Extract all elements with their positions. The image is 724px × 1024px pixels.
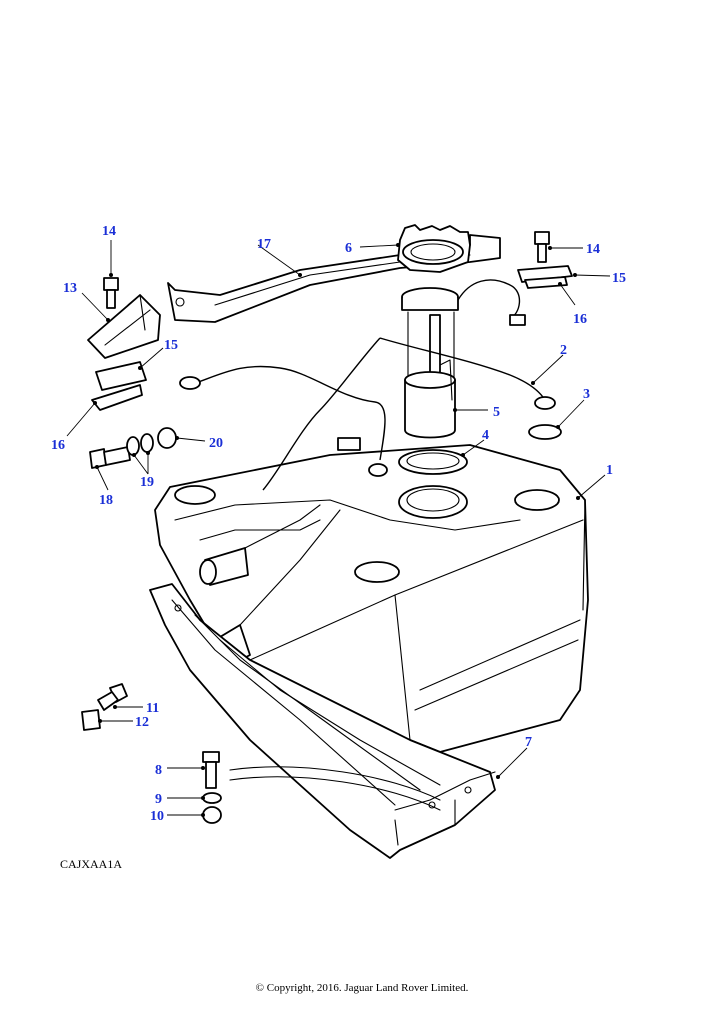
- copyright-notice: © Copyright, 2016. Jaguar Land Rover Lim…: [255, 982, 469, 994]
- callout-2[interactable]: 2: [560, 343, 567, 358]
- tank-cradle: [149, 583, 496, 859]
- callout-10[interactable]: 10: [150, 809, 164, 824]
- callout-11[interactable]: 11: [146, 701, 159, 716]
- bolt-14-right: [534, 231, 550, 263]
- bolt-11: [97, 683, 128, 711]
- callout-16-right[interactable]: 16: [573, 312, 587, 327]
- callout-labels: 1 2 3 4 5 6 7 8 9 10 11 12 13 14 14 15 1…: [51, 224, 626, 824]
- callout-5[interactable]: 5: [493, 405, 500, 420]
- pump-seal: [398, 449, 468, 475]
- bracket-left: [87, 294, 161, 359]
- callout-19[interactable]: 19: [140, 475, 154, 490]
- washer-9: [202, 792, 222, 804]
- callout-13[interactable]: 13: [63, 281, 77, 296]
- callout-17[interactable]: 17: [257, 237, 271, 252]
- callout-6[interactable]: 6: [345, 241, 352, 256]
- plate-15-left: [95, 361, 147, 391]
- plate-15-right: [517, 265, 573, 283]
- callout-20[interactable]: 20: [209, 436, 223, 451]
- bolt-14-left: [103, 277, 119, 309]
- callout-12[interactable]: 12: [135, 715, 149, 730]
- callout-18[interactable]: 18: [99, 493, 113, 508]
- nut-10: [202, 806, 222, 824]
- leader-lines: [66, 240, 611, 817]
- clip-nut-12: [81, 709, 101, 731]
- grommet: [528, 424, 562, 440]
- bolt-washer-nut-set: [89, 427, 177, 469]
- callout-14-left[interactable]: 14: [102, 224, 116, 239]
- callout-15-left[interactable]: 15: [164, 338, 178, 353]
- fuel-tank: [154, 444, 589, 753]
- callout-4[interactable]: 4: [482, 428, 489, 443]
- callout-8[interactable]: 8: [155, 763, 162, 778]
- callout-3[interactable]: 3: [583, 387, 590, 402]
- clip-16-left: [91, 384, 143, 411]
- bolt-8: [202, 751, 220, 789]
- callout-15-right[interactable]: 15: [612, 271, 626, 286]
- clip-16-right: [524, 276, 568, 289]
- diagram-reference-code: CAJXAA1A: [60, 857, 123, 871]
- locking-ring: [397, 224, 471, 273]
- drawing: [81, 224, 589, 859]
- callout-7[interactable]: 7: [525, 735, 532, 750]
- wiring-harness: [179, 337, 556, 491]
- fuel-pump-sender: [401, 279, 526, 439]
- callout-16-left[interactable]: 16: [51, 438, 65, 453]
- callout-14-right[interactable]: 14: [586, 242, 600, 257]
- callout-9[interactable]: 9: [155, 792, 162, 807]
- callout-1[interactable]: 1: [606, 463, 613, 478]
